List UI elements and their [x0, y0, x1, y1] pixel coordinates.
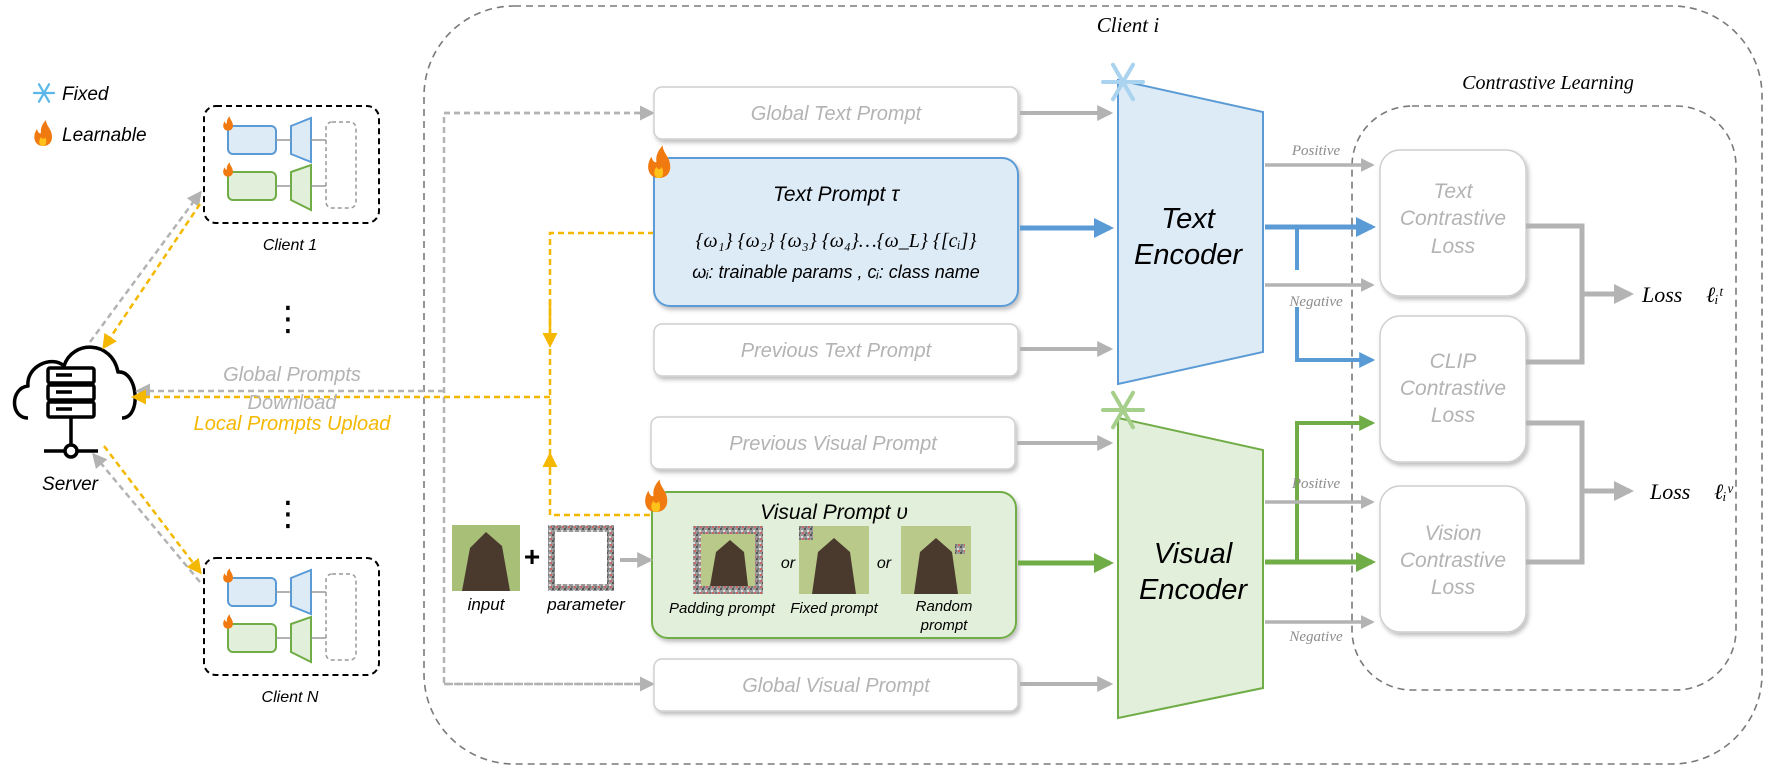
snowflake-icon [32, 83, 56, 103]
input-label: input [468, 595, 506, 614]
negative-label-text: Negative [1288, 294, 1343, 310]
cloud-server-icon [12, 345, 137, 459]
vision-contrastive-loss-box: Vision Contrastive Loss [1379, 485, 1527, 633]
previous-visual-prompt-label: Previous Visual Prompt [729, 433, 938, 455]
text-prompt-description: ωᵢ: trainable params , cᵢ: class name [692, 262, 980, 282]
download-label-line1: Global Prompts [223, 364, 361, 386]
snowflake-icon [1101, 62, 1145, 102]
vision-loss-line2: Contrastive [1400, 549, 1506, 572]
fixed-prompt-image [799, 526, 869, 594]
previous-text-prompt-box: Previous Text Prompt [653, 323, 1019, 377]
padding-prompt-image [693, 526, 763, 594]
snowflake-icon [1101, 390, 1145, 430]
contrastive-learning-title: Contrastive Learning [1462, 72, 1634, 94]
vision-loss-line1: Vision [1425, 522, 1482, 545]
text-loss-line2: Contrastive [1400, 207, 1506, 230]
text-loss-line3: Loss [1431, 235, 1476, 258]
plus-sign: + [524, 541, 540, 572]
clip-loss-line3: Loss [1431, 404, 1476, 427]
vision-loss-line3: Loss [1431, 576, 1476, 599]
previous-visual-prompt-box: Previous Visual Prompt [650, 416, 1016, 470]
global-text-prompt-label: Global Text Prompt [751, 103, 923, 125]
legend: Fixed Learnable [32, 83, 147, 146]
random-prompt-image [901, 526, 971, 594]
encoder-to-loss-arrows [1265, 158, 1376, 629]
client-1-label: Client 1 [263, 237, 317, 254]
legend-learnable-label: Learnable [62, 125, 147, 146]
text-prompt-formula: {ω₁} {ω₂} {ω₃} {ω₄}…{ω_L} {[cᵢ]} [696, 230, 977, 252]
visual-encoder-label-line2: Encoder [1139, 574, 1248, 606]
loss-visual-symbol: ℓᵢᵛ [1714, 479, 1734, 504]
download-upload-links [131, 105, 655, 692]
server-label: Server [42, 474, 99, 495]
client-1-box [203, 105, 380, 224]
contrastive-learning-container [1351, 105, 1737, 691]
visual-encoder: Visual Encoder [1117, 416, 1264, 720]
prompt-to-encoder-arrows [1017, 105, 1114, 692]
global-visual-prompt-box: Global Visual Prompt [653, 658, 1019, 712]
random-prompt-label-line1: Random [916, 598, 973, 615]
or-separator-1: or [781, 555, 796, 572]
parameter-image [548, 525, 614, 591]
loss-visual-label: Loss [1649, 479, 1690, 504]
flame-icon [34, 120, 52, 146]
positive-label-text: Positive [1291, 143, 1341, 159]
text-prompt-box: Text Prompt τ {ω₁} {ω₂} {ω₃} {ω₄}…{ω_L} … [653, 157, 1019, 307]
clip-loss-line1: CLIP [1430, 350, 1477, 373]
global-visual-prompt-label: Global Visual Prompt [742, 675, 931, 697]
loss-text-label: Loss [1641, 282, 1682, 307]
previous-text-prompt-label: Previous Text Prompt [741, 340, 933, 362]
ellipsis-bottom: ⋮ [271, 494, 305, 534]
upload-label: Local Prompts Upload [194, 413, 392, 435]
visual-encoder-label-line1: Visual [1154, 538, 1234, 570]
text-encoder-label-line1: Text [1161, 203, 1217, 235]
input-image [452, 525, 520, 591]
text-prompt-title: Text Prompt τ [773, 183, 900, 206]
loss-text-symbol: ℓᵢᵗ [1706, 282, 1724, 307]
ellipsis-top: ⋮ [271, 299, 305, 339]
client-n-box [203, 557, 380, 676]
positive-label-visual: Positive [1291, 476, 1341, 492]
clip-loss-line2: Contrastive [1400, 377, 1506, 400]
random-prompt-label-line2: prompt [920, 617, 969, 634]
flame-icon [648, 145, 671, 178]
download-label-line2: Download [248, 392, 338, 414]
padding-prompt-label: Padding prompt [669, 600, 776, 617]
text-encoder-label-line2: Encoder [1134, 239, 1243, 271]
visual-prompt-box: Visual Prompt υ or or Padding prompt Fix… [651, 491, 1017, 639]
negative-label-visual: Negative [1288, 629, 1343, 645]
flame-icon [645, 479, 668, 512]
legend-fixed-label: Fixed [62, 84, 110, 105]
global-text-prompt-box: Global Text Prompt [653, 86, 1019, 140]
client-i-title: Client i [1097, 13, 1160, 37]
text-contrastive-loss-box: Text Contrastive Loss [1379, 149, 1527, 297]
client-i-container [423, 5, 1763, 765]
loss-merge-arrows [1526, 223, 1634, 565]
client-n-label: Client N [262, 689, 319, 706]
visual-prompt-title: Visual Prompt υ [760, 501, 908, 524]
text-loss-line1: Text [1434, 180, 1474, 203]
server-client-links [88, 190, 202, 583]
parameter-label: parameter [546, 595, 626, 614]
or-separator-2: or [877, 555, 892, 572]
fixed-prompt-label: Fixed prompt [790, 600, 878, 617]
text-encoder: Text Encoder [1117, 78, 1264, 386]
clip-contrastive-loss-box: CLIP Contrastive Loss [1379, 315, 1527, 463]
